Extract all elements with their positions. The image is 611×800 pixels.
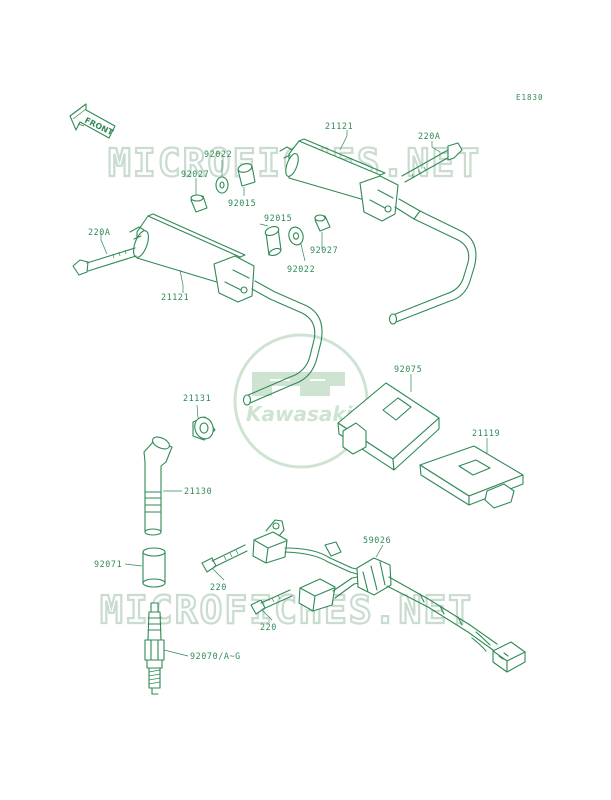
- label-92027-left: 92027: [181, 169, 209, 179]
- label-21131: 21131: [183, 393, 211, 403]
- logo-text: Kawasaki: [246, 402, 354, 426]
- diagram-code: E1830: [516, 93, 544, 102]
- label-220a-top: 220A: [418, 131, 441, 141]
- label-21121-bottom: 21121: [161, 292, 189, 302]
- pickup-coil-59026: [252, 519, 526, 673]
- label-21121-top: 21121: [325, 121, 353, 131]
- grommet-92015-left: [237, 163, 256, 187]
- washer-92022-mid: [288, 226, 304, 246]
- screw-220-a: [201, 544, 248, 573]
- label-220-b: 220: [260, 622, 277, 632]
- collar-92027-mid: [314, 214, 331, 232]
- label-220a-left: 220A: [88, 227, 111, 237]
- grommet-92015-mid: [264, 225, 282, 257]
- label-92015-mid: 92015: [264, 213, 292, 223]
- kawasaki-logo: Kawasaki: [233, 333, 369, 469]
- unit-92075: [337, 382, 440, 471]
- ignition-coil-left: [129, 213, 323, 406]
- label-92022-left: 92022: [204, 149, 232, 159]
- collar-92027-left: [190, 194, 208, 213]
- watermark-bottom: MICROFICHES.NET: [100, 588, 473, 632]
- label-92070: 92070/A~G: [190, 651, 241, 661]
- bolt-220a-left: [72, 247, 137, 276]
- unit-21119: [419, 445, 524, 509]
- boot-92071: [142, 547, 166, 588]
- plug-cap-21130: [143, 436, 173, 536]
- label-59026: 59026: [363, 535, 391, 545]
- leader-lines: [100, 130, 488, 657]
- ignition-coil-right: [279, 138, 477, 325]
- label-92027-mid: 92027: [310, 245, 338, 255]
- label-220-a: 220: [210, 582, 227, 592]
- front-arrow-icon: FRONT: [69, 103, 116, 139]
- washer-92022-left: [215, 176, 229, 194]
- label-92075: 92075: [394, 364, 422, 374]
- label-92022-mid: 92022: [287, 264, 315, 274]
- plug-cap-seal-21131: [192, 416, 216, 441]
- label-92071: 92071: [94, 559, 122, 569]
- label-21119: 21119: [472, 428, 500, 438]
- bolt-220a-right: [401, 142, 463, 183]
- spark-plug-92070: [144, 602, 165, 695]
- screw-220-b: [250, 589, 293, 615]
- label-21130: 21130: [184, 486, 212, 496]
- label-92015-left: 92015: [228, 198, 256, 208]
